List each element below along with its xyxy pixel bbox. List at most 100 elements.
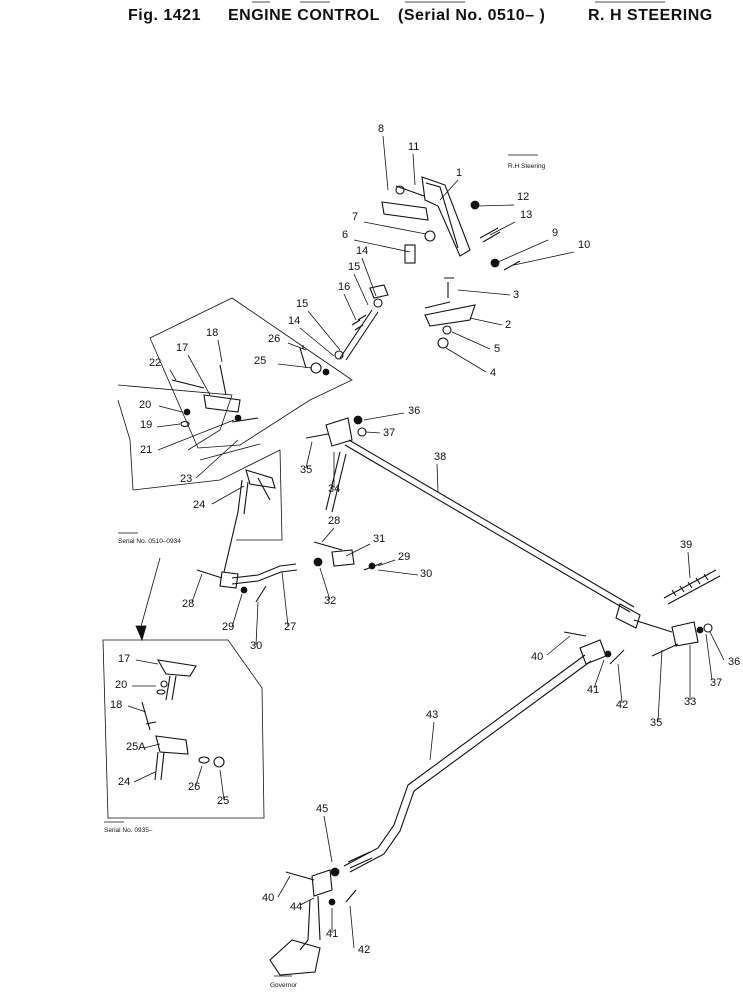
callout-leader-9 [497,239,549,263]
callout-leader-45 [323,815,333,863]
governor-rod [269,631,625,976]
note-rh-steering: R.H Steering [508,163,546,170]
callout-24: 24 [193,499,205,511]
callout-21: 21 [140,444,152,456]
callout-14: 14 [356,245,368,257]
callout-leader-4 [445,347,487,373]
callout-18: 18 [206,327,218,339]
callout-45: 45 [316,803,328,815]
callout-20: 20 [115,679,127,691]
callout-35: 35 [650,717,662,729]
callout-29: 29 [222,621,234,633]
pedal-assembly [334,176,521,361]
callout-leader-25 [219,769,225,801]
callout-leader-15 [307,310,341,351]
callout-leader-19 [156,423,181,428]
callout-40: 40 [262,892,274,904]
middle-rod [196,415,635,613]
callout-24: 24 [118,776,130,788]
callout-leader-6 [353,239,411,253]
callout-leader-29 [377,559,396,567]
callout-39: 39 [680,539,692,551]
callout-leader-24 [211,485,245,505]
callout-4: 4 [490,367,496,379]
note-governor: Governor [270,982,298,989]
callout-leader-37 [365,431,381,434]
callout-3: 3 [513,289,519,301]
steering-header: R. H STEERING [588,7,713,24]
callout-leader-26 [195,765,203,786]
callout-13: 13 [520,209,532,221]
fig-number: Fig. 1421 [128,7,201,24]
callout-leader-27 [281,571,289,627]
callout-41: 41 [326,928,338,940]
callout-19: 19 [140,419,152,431]
callout-40: 40 [531,651,543,663]
callout-1: 1 [456,167,462,179]
callout-leader-40 [546,635,571,656]
callout-33: 33 [684,696,696,708]
callout-20: 20 [139,399,151,411]
callout-leader-29 [231,593,243,628]
callout-leader-8 [382,135,389,191]
callout-42: 42 [616,699,628,711]
serial-header: (Serial No. 0510– ) [398,7,545,24]
callout-30: 30 [250,640,262,652]
linkage-frame [117,297,353,541]
callout-7: 7 [352,211,358,223]
callout-leader-40 [277,875,291,898]
callout-leader-42 [349,905,355,949]
callout-44: 44 [290,901,302,913]
callout-leader-36 [363,412,405,421]
callout-17: 17 [176,342,188,354]
callout-leader-21 [157,419,235,451]
callout-leader-10 [513,251,575,266]
callout-leader-35 [305,441,313,469]
callout-leader-20 [158,405,183,413]
note-serial-after: Serial No. 0935– [104,827,153,834]
right-end-parts [615,569,721,657]
callout-leader-18 [217,339,223,363]
callout-leader-1 [439,179,459,201]
callout-43: 43 [426,709,438,721]
callout-41: 41 [587,684,599,696]
callout-29: 29 [398,551,410,563]
callout-leader-28 [321,527,335,543]
callout-leader-35 [657,649,663,722]
callout-8: 8 [378,123,384,135]
callout-30: 30 [420,568,432,580]
callout-38: 38 [434,451,446,463]
callout-leader-37 [705,633,713,681]
callout-leader-28 [191,573,203,603]
callout-leader-18 [127,705,147,713]
callout-37: 37 [383,427,395,439]
callout-leader-7 [363,221,427,235]
note-jp-marks [104,154,538,977]
callout-32: 32 [324,595,336,607]
callout-leader-22 [169,369,177,381]
callout-10: 10 [578,239,590,251]
callout-leader-13 [489,221,516,236]
callout-leader-39 [687,551,691,579]
callout-leader-38 [436,463,439,493]
callout-28: 28 [328,515,340,527]
callout-37: 37 [710,677,722,689]
callout-leader-17 [187,354,211,396]
callout-16: 16 [338,281,350,293]
callout-leader-3 [457,289,511,296]
callout-leader-2 [469,317,503,326]
callout-36: 36 [728,656,740,668]
callout-26: 26 [188,781,200,793]
callout-9: 9 [552,227,558,239]
callout-6: 6 [342,229,348,241]
callout-leader-43 [429,721,435,761]
callout-leader-41 [593,659,605,689]
callout-26: 26 [268,333,280,345]
callout-15: 15 [348,261,360,273]
callout-27: 27 [284,621,296,633]
inset-detail [102,557,265,819]
callout-14: 14 [288,315,300,327]
callout-25: 25 [254,355,266,367]
callout-leader-24 [133,771,156,783]
title: ENGINE CONTROL [228,7,380,24]
